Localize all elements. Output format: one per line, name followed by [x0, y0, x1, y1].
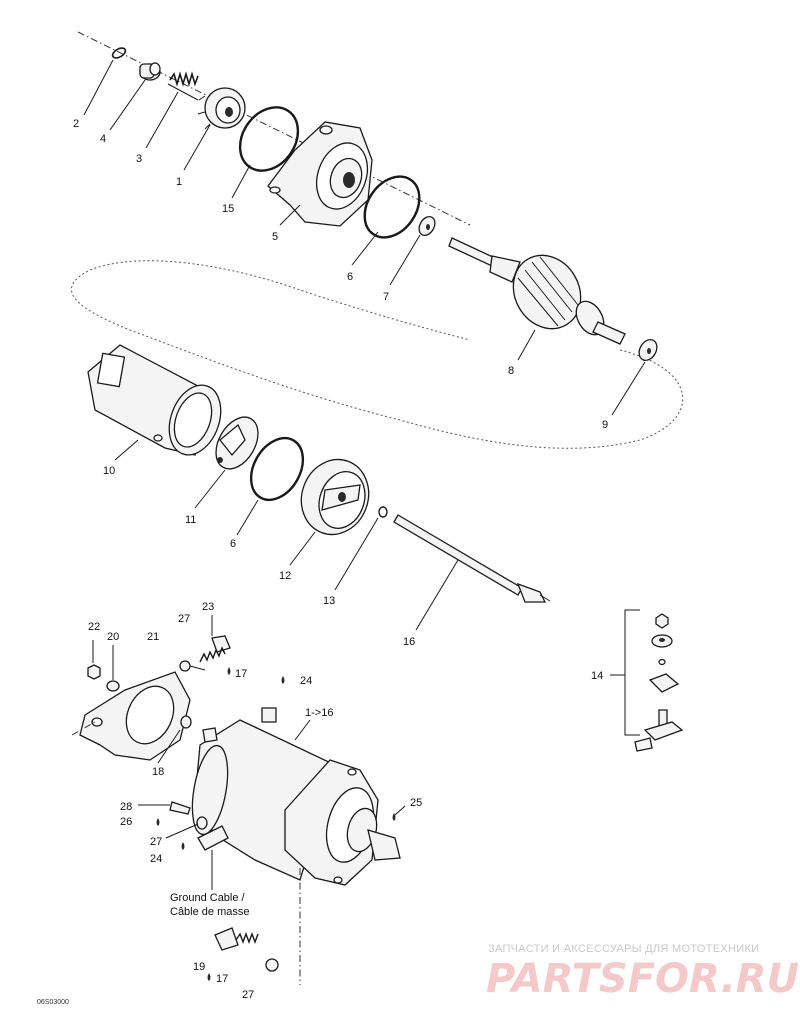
- sealant-drop-icon: [156, 818, 160, 826]
- part-23-bolt: [199, 635, 231, 663]
- callout-labels: 2 4 3 1 15 5 6 7 8 9 10 11 6 12 13 16 14…: [73, 118, 608, 1001]
- callout-25: 25: [410, 797, 422, 809]
- part-5-drive-housing: [267, 121, 373, 227]
- sealant-drop-icon: [281, 676, 285, 684]
- part-7-washer: [418, 216, 436, 236]
- part-8-armature: [448, 237, 626, 345]
- part-27-washer-upper: [179, 660, 191, 672]
- callout-6-lower: 6: [230, 538, 236, 550]
- part-21-bracket: [79, 671, 191, 761]
- part-2-snap-ring: [111, 47, 127, 59]
- part-3-spring: [167, 71, 199, 101]
- callout-20: 20: [107, 631, 119, 643]
- callout-18: 18: [152, 766, 164, 778]
- callout-24-mid: 24: [150, 853, 162, 865]
- axis-line-top: [77, 31, 471, 226]
- callout-17-lower: 17: [216, 973, 228, 985]
- callout-23: 23: [202, 601, 214, 613]
- callout-19: 19: [193, 961, 205, 973]
- callout-5: 5: [272, 231, 278, 243]
- drawing-code: 06S03000: [37, 999, 69, 1006]
- ground-cable-label-en: Ground Cable /: [170, 892, 246, 904]
- part-9-washer: [638, 339, 658, 361]
- callout-14: 14: [591, 670, 603, 682]
- leader-lines: [83, 59, 646, 890]
- part-19-bolt: [214, 927, 259, 951]
- part-22-nut: [87, 664, 101, 680]
- part-4-collar: [139, 62, 161, 81]
- callout-27-top: 27: [178, 613, 190, 625]
- part-20-washer: [106, 680, 120, 692]
- starter-motor-assembly: [191, 707, 401, 886]
- watermark-logo: PARTSFOR.RU: [486, 956, 799, 1002]
- part-10-yoke: [87, 344, 222, 456]
- callout-27-mid: 27: [150, 836, 162, 848]
- part-6-o-ring-lower: [249, 436, 305, 502]
- callout-2: 2: [73, 118, 79, 130]
- part-13-small-o-ring: [378, 506, 388, 518]
- part-27-washer-lower: [265, 958, 279, 972]
- part-27-washer-mid: [196, 816, 208, 830]
- ground-cable-label-fr: Câble de masse: [170, 906, 250, 918]
- ground-cable: [197, 825, 229, 851]
- callout-28: 28: [120, 801, 132, 813]
- part-11-brush-holder: [215, 416, 259, 470]
- callout-24-top: 24: [300, 675, 312, 687]
- sealant-drop-icon: [207, 973, 211, 981]
- callout-15: 15: [222, 203, 234, 215]
- callout-7: 7: [383, 291, 389, 303]
- callout-1: 1: [176, 176, 182, 188]
- callout-8: 8: [508, 365, 514, 377]
- part-6-o-ring-upper: [363, 175, 421, 239]
- part-1-drive-gear: [197, 87, 246, 130]
- callout-13: 13: [323, 595, 335, 607]
- callout-10: 10: [103, 465, 115, 477]
- sealant-drop-icon: [227, 667, 231, 675]
- callout-12: 12: [279, 570, 291, 582]
- callout-11: 11: [185, 514, 196, 526]
- sealant-drop-icon: [392, 813, 396, 821]
- callout-1-to-16: 1->16: [305, 707, 333, 719]
- part-14-terminal-kit: [610, 609, 684, 752]
- callout-17-top: 17: [235, 668, 247, 680]
- callout-26: 26: [120, 816, 132, 828]
- callout-27-lower: 27: [242, 989, 254, 1001]
- watermark-tagline: ЗАПЧАСТИ И АКСЕССУАРЫ ДЛЯ МОТОТЕХНИКИ: [488, 943, 759, 955]
- callout-9: 9: [602, 419, 608, 431]
- callout-21: 21: [147, 631, 159, 643]
- callout-6: 6: [347, 271, 353, 283]
- part-18-washer: [180, 715, 192, 729]
- part-16-through-bolt: [393, 514, 551, 603]
- callout-22: 22: [88, 621, 100, 633]
- callout-3: 3: [136, 153, 142, 165]
- axis-line-bracket: [71, 721, 96, 736]
- callout-4: 4: [100, 133, 106, 145]
- sealant-drop-icon: [181, 842, 185, 850]
- part-12-end-frame: [300, 458, 370, 536]
- part-28-bolt: [169, 801, 191, 815]
- callout-16: 16: [403, 636, 415, 648]
